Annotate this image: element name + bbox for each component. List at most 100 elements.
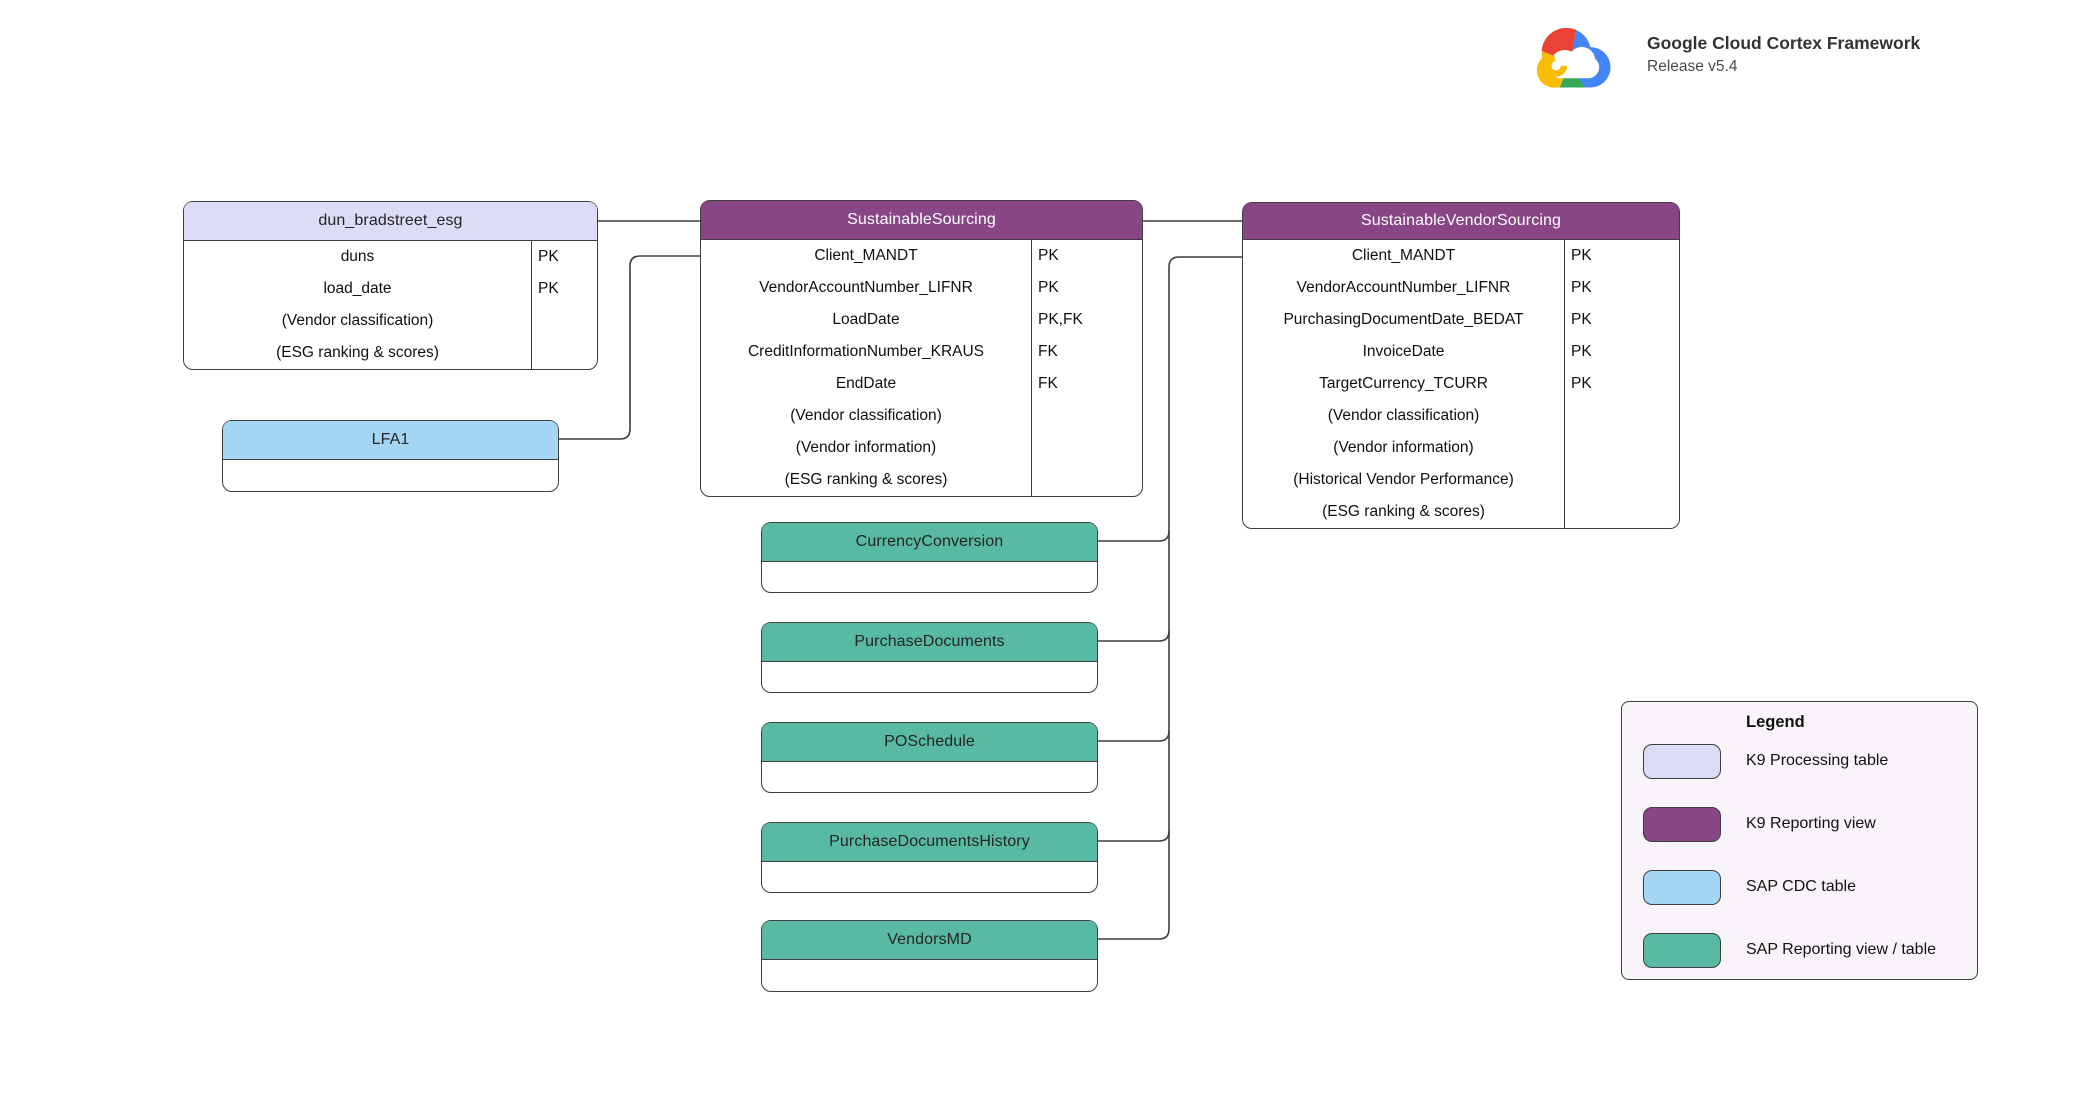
table-currencyconversion: CurrencyConversion <box>761 522 1098 593</box>
connector-currencyconversion-branch <box>1098 530 1170 542</box>
table-header: VendorsMD <box>762 921 1097 960</box>
table-row: duns PK <box>184 241 597 273</box>
table-header: POSchedule <box>762 723 1097 762</box>
connector-purchasedocumentshistory-branch <box>1098 830 1170 842</box>
table-title: SustainableVendorSourcing <box>1361 212 1561 229</box>
table-header: SustainableVendorSourcing <box>1243 203 1679 240</box>
key-column-divider <box>1031 240 1032 496</box>
table-row: (Vendor information) <box>1243 432 1679 464</box>
legend-label: SAP CDC table <box>1746 878 1856 895</box>
legend-item-k9-reporting-view: K9 Reporting view <box>1643 806 1876 842</box>
table-row: VendorAccountNumber_LIFNR PK <box>1243 272 1679 304</box>
table-row: (ESG ranking & scores) <box>184 337 597 369</box>
field-name: duns <box>340 248 375 265</box>
table-purchasedocuments: PurchaseDocuments <box>761 622 1098 693</box>
brand-release-version: Release v5.4 <box>1647 57 1738 75</box>
table-body <box>223 460 558 491</box>
field-name: EndDate <box>835 375 897 392</box>
field-name: (Vendor information) <box>1333 439 1474 456</box>
table-body <box>762 762 1097 792</box>
field-key: FK <box>1038 375 1058 392</box>
table-row: Client_MANDT PK <box>701 240 1142 272</box>
table-row: EndDate FK <box>701 368 1142 400</box>
field-name: VendorAccountNumber_LIFNR <box>759 279 973 296</box>
table-header: CurrencyConversion <box>762 523 1097 562</box>
table-poschedule: POSchedule <box>761 722 1098 793</box>
table-row: load_date PK <box>184 273 597 305</box>
field-key: PK <box>1571 247 1592 264</box>
field-name: (Vendor classification) <box>281 312 434 329</box>
field-key: FK <box>1038 343 1058 360</box>
field-key: PK <box>1571 375 1592 392</box>
field-key: PK <box>538 280 559 297</box>
field-name: VendorAccountNumber_LIFNR <box>1296 279 1511 296</box>
table-lfa1: LFA1 <box>222 420 559 492</box>
table-header: PurchaseDocumentsHistory <box>762 823 1097 862</box>
field-key: PK,FK <box>1038 311 1083 328</box>
table-body <box>762 960 1097 991</box>
table-body: Client_MANDT PK VendorAccountNumber_LIFNR P… <box>701 240 1142 496</box>
brand-title: Google Cloud Cortex Framework <box>1647 33 1921 53</box>
field-key: PK <box>1571 279 1592 296</box>
legend-swatch-k9-processing <box>1643 743 1721 779</box>
legend-panel: Legend K9 Processing table K9 Reporting … <box>1621 701 1978 980</box>
table-body <box>762 562 1097 592</box>
table-header: LFA1 <box>223 421 558 460</box>
table-body: Client_MANDT PK VendorAccountNumber_LIFNR P… <box>1243 240 1679 528</box>
table-vendorsmd: VendorsMD <box>761 920 1098 992</box>
table-title: PurchaseDocuments <box>854 633 1005 650</box>
field-name: (ESG ranking & scores) <box>276 344 439 361</box>
field-name: (Vendor information) <box>795 439 937 456</box>
legend-label: K9 Reporting view <box>1746 815 1876 832</box>
table-title: VendorsMD <box>887 931 972 948</box>
key-column-divider <box>531 241 532 369</box>
legend-item-k9-processing-table: K9 Processing table <box>1643 743 1888 779</box>
legend-item-sap-reporting-view-table: SAP Reporting view / table <box>1643 932 1936 968</box>
table-row: (Vendor classification) <box>184 305 597 337</box>
legend-title: Legend <box>1746 713 1805 731</box>
field-key: PK <box>1571 311 1592 328</box>
legend-label: SAP Reporting view / table <box>1746 941 1937 958</box>
table-row: VendorAccountNumber_LIFNR PK <box>701 272 1142 304</box>
legend-swatch-sap-reporting <box>1643 932 1721 968</box>
field-name: (ESG ranking & scores) <box>1322 503 1485 520</box>
field-key: PK <box>1571 343 1592 360</box>
table-header: PurchaseDocuments <box>762 623 1097 662</box>
field-name: load_date <box>323 280 392 297</box>
field-name: PurchasingDocumentDate_BEDAT <box>1283 311 1524 328</box>
table-row: (Vendor information) <box>701 432 1142 464</box>
field-key: PK <box>1038 247 1059 264</box>
table-row: Client_MANDT PK <box>1243 240 1679 272</box>
table-row: PurchasingDocumentDate_BEDAT PK <box>1243 304 1679 336</box>
key-column-divider <box>1564 240 1565 528</box>
field-name: (ESG ranking & scores) <box>784 471 948 488</box>
table-row: LoadDate PK,FK <box>701 304 1142 336</box>
table-header: SustainableSourcing <box>701 201 1142 240</box>
table-sustainablevendorsourcing: SustainableVendorSourcing Client_MANDT PK… <box>1242 202 1680 529</box>
field-name: Client_MANDT <box>1351 247 1456 264</box>
table-row: (ESG ranking & scores) <box>701 464 1142 496</box>
brand-header: Google Cloud Cortex Framework Release v5… <box>1522 13 1920 103</box>
table-title: dun_bradstreet_esg <box>318 212 463 229</box>
table-row: (Vendor classification) <box>701 400 1142 432</box>
legend-item-sap-cdc-table: SAP CDC table <box>1643 869 1856 905</box>
google-cloud-logo-icon <box>1536 27 1611 88</box>
table-row: InvoiceDate PK <box>1243 336 1679 368</box>
field-name: (Historical Vendor Performance) <box>1293 471 1514 488</box>
connector-purchasedocuments-branch <box>1098 630 1170 642</box>
legend-swatch-k9-reporting <box>1643 806 1721 842</box>
connector-poschedule-branch <box>1098 730 1170 742</box>
table-body <box>762 662 1097 692</box>
field-name: Client_MANDT <box>814 247 918 264</box>
table-purchasedocumentshistory: PurchaseDocumentsHistory <box>761 822 1098 893</box>
field-key: PK <box>1038 279 1059 296</box>
field-key: PK <box>538 248 559 265</box>
table-row: (Vendor classification) <box>1243 400 1679 432</box>
field-name: LoadDate <box>832 311 900 328</box>
table-body <box>762 862 1097 892</box>
field-name: InvoiceDate <box>1362 343 1445 360</box>
